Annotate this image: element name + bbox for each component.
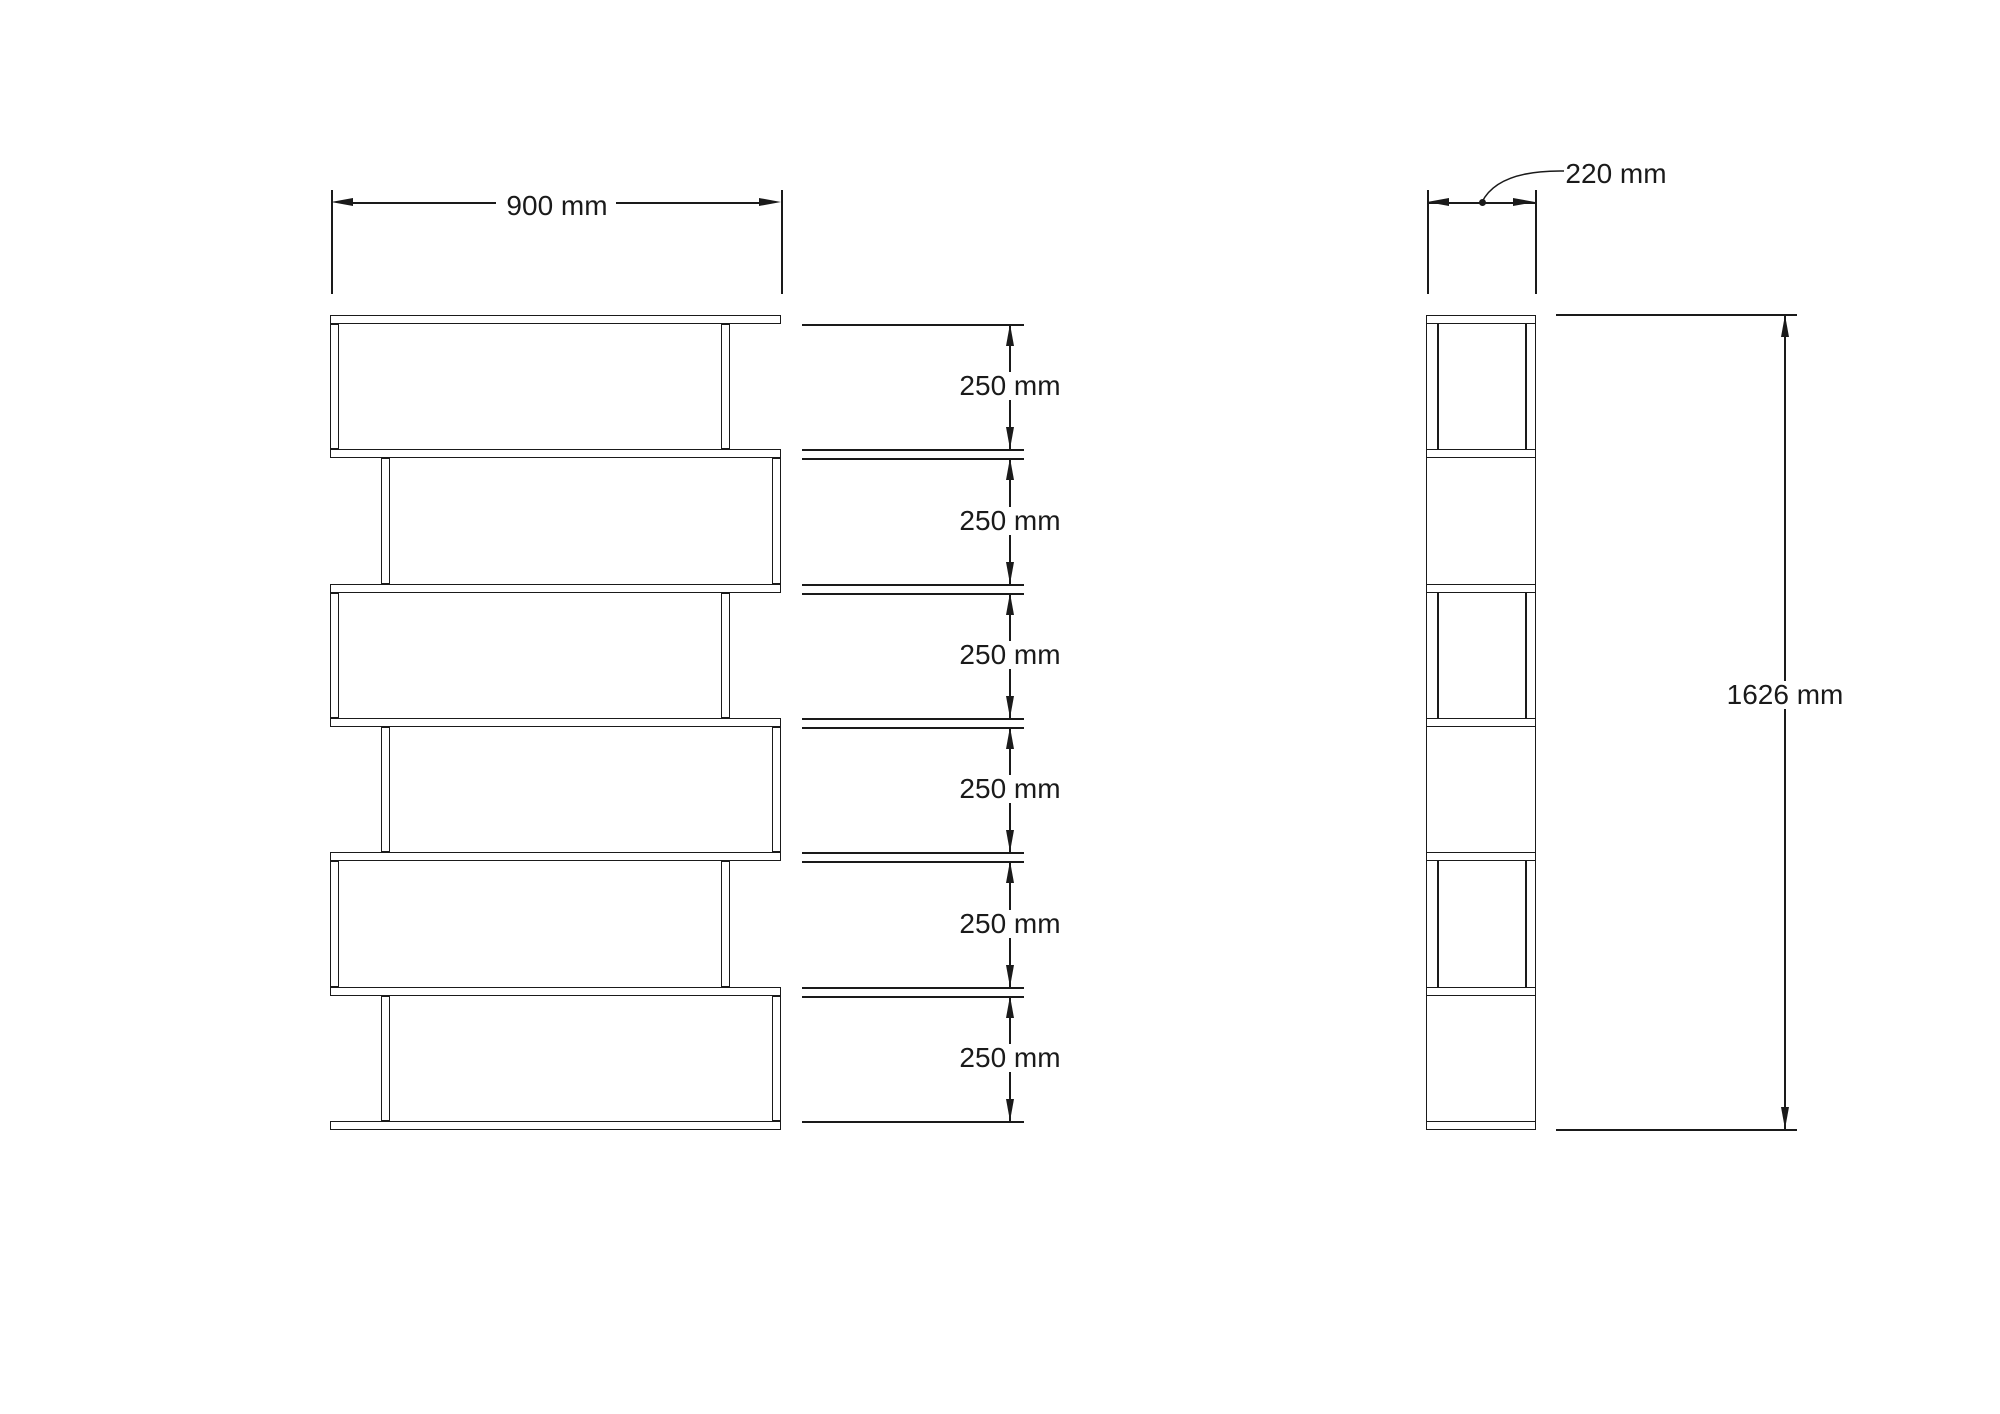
dimension-line	[1784, 315, 1786, 681]
dimension-line	[1009, 938, 1011, 987]
side-support-edge-line	[1437, 593, 1439, 718]
height-dimension-label: 1626 mm	[1726, 679, 1844, 710]
extension-line	[1556, 314, 1797, 316]
side-shelf-board	[1426, 987, 1536, 996]
side-support-edge-line	[1525, 324, 1527, 449]
shelf-board	[330, 718, 781, 727]
dimension-line	[1009, 861, 1011, 910]
arrowhead-up	[1005, 324, 1014, 346]
arrowhead-up	[1005, 727, 1014, 749]
side-support-edge-line	[1525, 593, 1527, 718]
extension-line	[802, 987, 1024, 989]
arrowhead-down	[1780, 1107, 1789, 1129]
shelf-gap-label: 250 mm	[959, 1042, 1061, 1073]
vertical-support	[330, 324, 339, 449]
dimension-line	[1009, 400, 1011, 449]
extension-line	[802, 727, 1024, 729]
shelf-board	[330, 987, 781, 996]
vertical-support	[721, 324, 730, 449]
arrowhead-down	[1005, 696, 1014, 718]
shelf-gap-label: 250 mm	[959, 370, 1061, 401]
arrowhead-down	[1005, 427, 1014, 449]
side-support-edge-line	[1437, 324, 1439, 449]
vertical-support	[772, 727, 781, 852]
shelf-gap-label: 250 mm	[959, 639, 1061, 670]
extension-line	[802, 458, 1024, 460]
dimension-line	[344, 202, 496, 204]
vertical-support	[772, 996, 781, 1121]
depth-dimension-label: 220 mm	[1565, 158, 1667, 189]
arrowhead-down	[1005, 562, 1014, 584]
dimension-line	[1009, 458, 1011, 507]
extension-line	[802, 852, 1024, 854]
extension-line	[1427, 190, 1429, 294]
vertical-support	[721, 861, 730, 987]
extension-line	[781, 190, 783, 294]
dimension-line	[1009, 1072, 1011, 1121]
arrowhead-up	[1005, 458, 1014, 480]
dimension-line	[1009, 324, 1011, 372]
arrowhead-up	[1005, 996, 1014, 1018]
extension-line	[802, 1121, 1024, 1123]
vertical-support	[381, 458, 390, 584]
arrowhead-left	[1427, 198, 1449, 206]
arrowhead-right	[759, 198, 781, 206]
side-shelf-board	[1426, 449, 1536, 458]
width-dimension-label: 900 mm	[506, 190, 608, 221]
dimension-line	[1009, 593, 1011, 641]
arrowhead-right	[1513, 198, 1535, 206]
extension-line	[331, 190, 333, 294]
leader-line	[1481, 170, 1565, 203]
extension-line	[802, 718, 1024, 720]
side-support-edge-line	[1525, 861, 1527, 987]
vertical-support	[381, 996, 390, 1121]
arrowhead-down	[1005, 965, 1014, 987]
arrowhead-up	[1005, 861, 1014, 883]
vertical-support	[330, 593, 339, 718]
extension-line	[802, 593, 1024, 595]
side-shelf-board	[1426, 1121, 1536, 1130]
dimension-line	[616, 202, 770, 204]
side-shelf-board	[1426, 315, 1536, 324]
shelf-board	[330, 315, 781, 324]
shelf-board	[330, 1121, 781, 1130]
arrowhead-up	[1780, 315, 1789, 337]
vertical-support	[721, 593, 730, 718]
dimension-line	[1009, 669, 1011, 718]
extension-line	[1556, 1129, 1797, 1131]
shelf-board	[330, 449, 781, 458]
shelf-board	[330, 584, 781, 593]
vertical-support	[330, 861, 339, 987]
side-shelf-board	[1426, 718, 1536, 727]
extension-line	[802, 996, 1024, 998]
shelf-board	[330, 852, 781, 861]
shelf-gap-label: 250 mm	[959, 773, 1061, 804]
arrowhead-left	[331, 198, 353, 206]
dimension-line	[1784, 709, 1786, 1129]
extension-line	[802, 584, 1024, 586]
vertical-support	[381, 727, 390, 852]
dimension-line	[1009, 535, 1011, 584]
side-support-edge-line	[1437, 861, 1439, 987]
shelf-gap-label: 250 mm	[959, 505, 1061, 536]
vertical-support	[772, 458, 781, 584]
dimension-line	[1009, 727, 1011, 775]
side-shelf-board	[1426, 852, 1536, 861]
extension-line	[802, 324, 1024, 326]
side-shelf-board	[1426, 584, 1536, 593]
arrowhead-down	[1005, 830, 1014, 852]
extension-line	[1535, 190, 1537, 294]
extension-line	[802, 449, 1024, 451]
dimension-line	[1009, 803, 1011, 852]
dimension-line	[1009, 996, 1011, 1044]
arrowhead-up	[1005, 593, 1014, 615]
arrowhead-down	[1005, 1099, 1014, 1121]
extension-line	[802, 861, 1024, 863]
shelf-gap-label: 250 mm	[959, 908, 1061, 939]
